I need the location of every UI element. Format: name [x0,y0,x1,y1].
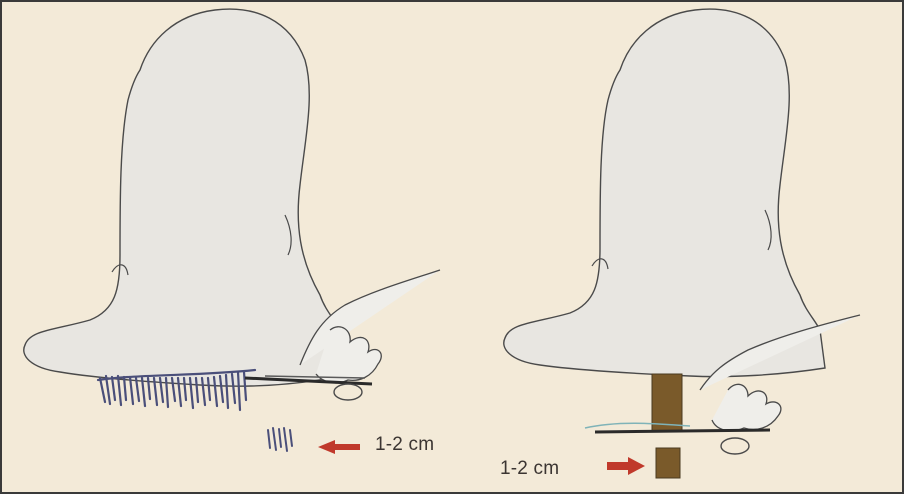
right-measurement-label: 1-2 cm [500,458,559,480]
right-dressing-stub [656,448,680,478]
right-foot [504,9,825,377]
left-foot [24,9,345,386]
left-panel [24,9,440,454]
right-panel [504,9,860,478]
right-scissor-blade [595,430,770,432]
left-cut-piece [268,428,292,451]
left-arrow [318,440,360,454]
right-scissor-handle [721,438,749,454]
left-hand [300,270,440,383]
right-arrow [607,457,645,475]
left-scissor-handle [334,384,362,400]
left-measurement-label: 1-2 cm [375,434,434,456]
